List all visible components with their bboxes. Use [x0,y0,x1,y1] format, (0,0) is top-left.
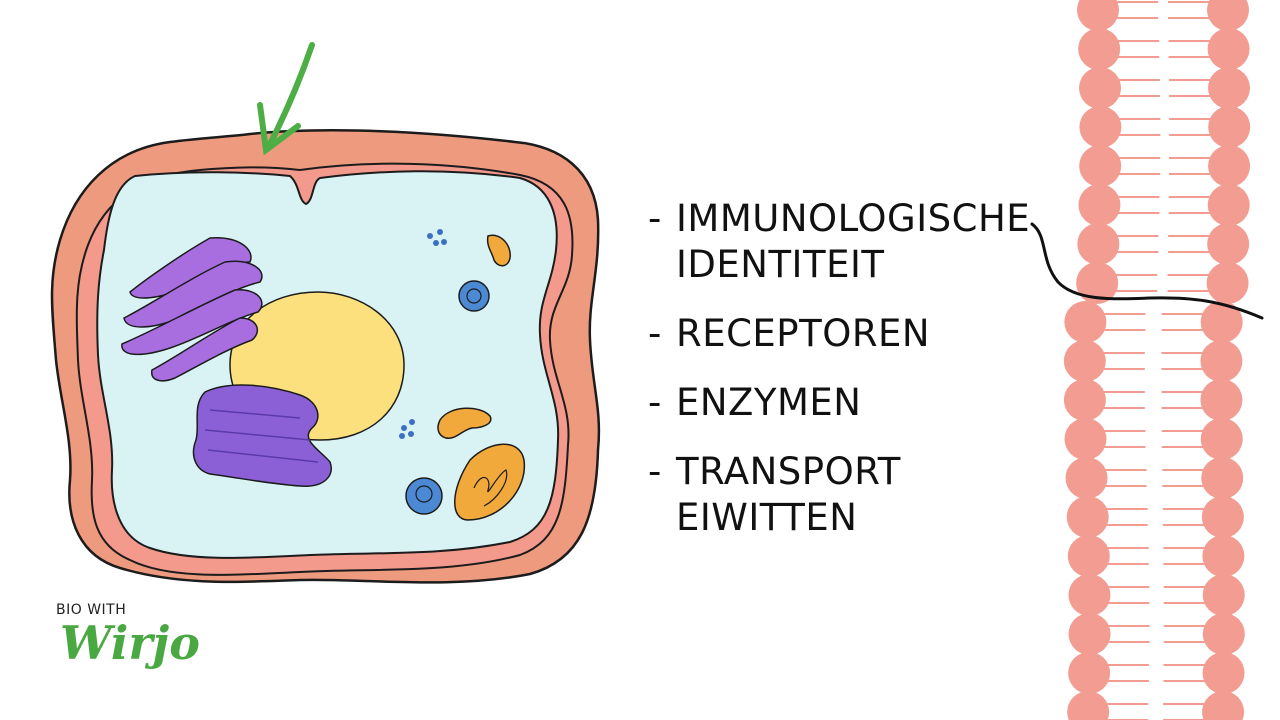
membrane-protein-functions-list: - IMMUNOLOGISCHE IDENTITEIT - RECEPTOREN… [648,196,1030,564]
lysosome-top [486,234,511,267]
lipid-head [1200,340,1243,382]
lysosome-middle [437,407,492,439]
lipid-head [1065,457,1108,499]
lipid-head [1078,184,1121,226]
term-line: TRANSPORT [676,450,901,493]
term-line: ENZYMEN [676,381,862,424]
arrow-icon [257,42,315,156]
term-enzymen: - ENZYMEN [648,380,1030,426]
lipid-head [1206,262,1249,304]
lipid-head [1063,340,1106,382]
bullet-dash: - [648,197,662,240]
bio-with-wirjo-logo: BIO WITH Wirjo [52,596,200,686]
phospholipid-bilayer [1063,0,1251,720]
lipid-head [1068,613,1111,655]
lipid-head [1066,496,1109,538]
term-line: RECEPTOREN [676,312,931,355]
lipid-head [1202,652,1245,694]
golgi-apparatus [121,237,263,382]
lipid-head [1064,301,1107,343]
lipid-head [1200,301,1243,343]
lipid-head [1207,0,1249,31]
vesicle-bottom [405,477,443,515]
logo-top-text: BIO WITH [56,602,127,618]
lipid-head [1201,457,1244,499]
lipid-head [1202,691,1245,720]
bullet-dash: - [648,450,662,493]
small-vesicles-middle [399,419,415,439]
term-receptoren: - RECEPTOREN [648,311,1030,357]
membrane-pointer-line [1030,222,1264,320]
lipid-head [1064,418,1107,460]
term-line: IMMUNOLOGISCHE [676,197,1031,240]
lipid-head [1067,535,1110,577]
term-transport-eiwitten: - TRANSPORT EIWITTEN [648,449,1030,541]
lipid-head [1079,106,1122,148]
term-line: IDENTITEIT [676,243,885,286]
lipid-head [1068,652,1111,694]
lipid-head [1200,418,1243,460]
lipid-head [1208,67,1251,109]
lipid-head [1208,106,1251,148]
lipid-head [1208,145,1251,187]
lipid-head [1077,0,1119,31]
endoplasmic-reticulum [192,384,332,487]
lipid-head [1063,379,1106,421]
lipid-head [1202,613,1245,655]
bullet-dash: - [648,381,662,424]
lipid-head [1079,145,1122,187]
lipid-head [1067,691,1110,720]
lipid-head [1068,574,1111,616]
lipid-head [1078,28,1121,70]
lipid-head [1077,223,1120,265]
small-vesicles-top [427,229,447,246]
lipid-head [1079,67,1122,109]
term-immunologische-identiteit: - IMMUNOLOGISCHE IDENTITEIT [648,196,1030,288]
term-line: EIWITTEN [676,496,858,539]
bullet-dash: - [648,312,662,355]
lipid-head [1207,184,1250,226]
lipid-head [1201,496,1244,538]
mitochondrion [454,443,526,521]
logo-main-text: Wirjo [60,616,200,670]
lipid-head [1076,262,1119,304]
vesicle-top [458,280,490,312]
lipid-head [1207,223,1250,265]
lipid-head [1202,574,1245,616]
lipid-head [1202,535,1245,577]
lipid-head [1200,379,1243,421]
lipid-head [1207,28,1250,70]
